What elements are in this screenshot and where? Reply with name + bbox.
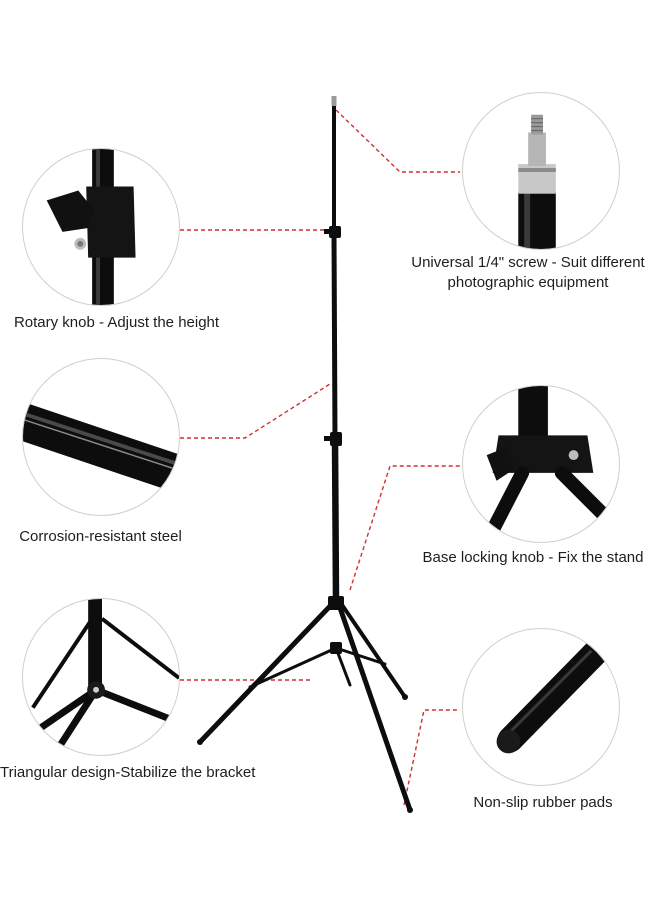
caption-rotary-knob: Rotary knob - Adjust the height (13, 314, 220, 331)
leader-steel (180, 383, 331, 439)
rubber-foot-closeup (462, 628, 620, 786)
tripod-base-closeup (22, 598, 180, 756)
caption-rubber-pads: Non-slip rubber pads (473, 794, 613, 811)
caption-universal-screw: Universal 1/4" screw - Suit different ph… (411, 254, 645, 291)
base-locking-knob-closeup (462, 385, 620, 543)
leader-screw (335, 109, 460, 173)
caption-steel: Corrosion-resistant steel (19, 528, 182, 545)
quarter-inch-screw-closeup (462, 92, 620, 250)
caption-base-locking-knob: Base locking knob - Fix the stand (422, 549, 644, 566)
leader-baseknob (349, 465, 460, 591)
leader-pads (403, 709, 460, 806)
rotary-knob-closeup (22, 148, 180, 306)
steel-tube-closeup (22, 358, 180, 516)
caption-triangular-design: Triangular design-Stabilize the bracket (0, 764, 256, 781)
